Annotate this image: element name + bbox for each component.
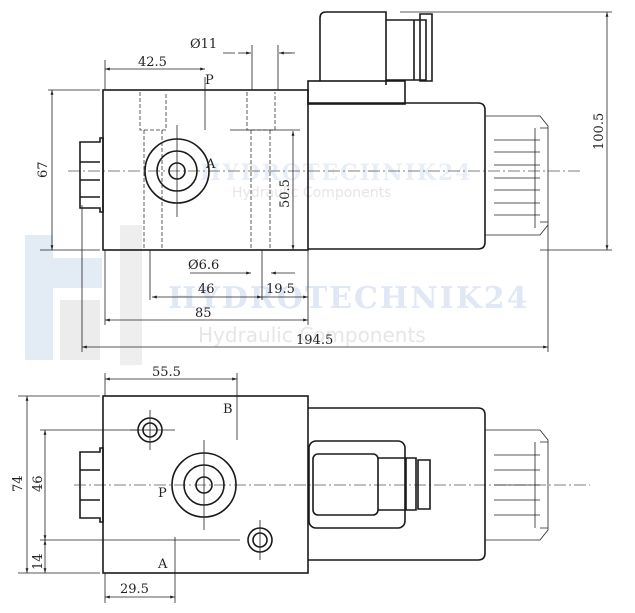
dim-67: 67 [36, 161, 51, 178]
dim-29-5: 29.5 [120, 582, 149, 597]
dim-46: 46 [198, 282, 215, 297]
override-ribs [494, 128, 540, 228]
dim-55-5: 55.5 [152, 365, 181, 380]
dim-42-5: 42.5 [138, 55, 167, 70]
dim-46: 46 [31, 475, 46, 492]
connector-plug [312, 453, 379, 516]
bottom-view: B P A 55.5 74 46 14 29.5 [11, 365, 590, 603]
hex-plug [79, 447, 104, 523]
solenoid-coil [308, 407, 486, 561]
label-b: B [223, 402, 233, 417]
dim-14: 14 [31, 553, 46, 570]
dim-194-5: 194.5 [296, 333, 333, 348]
watermark-brand-small: HYDROTECHNIK24 [200, 160, 473, 186]
dim-74: 74 [11, 475, 26, 492]
override-ribs [494, 442, 540, 528]
watermark-brand: HYDROTECHNIK24 [168, 281, 530, 316]
connector-nut [386, 13, 433, 82]
manual-override [485, 429, 549, 541]
watermark-logo [25, 225, 142, 365]
watermark-tagline-small: Hydraulic Components [232, 185, 391, 201]
label-a: A [157, 557, 168, 572]
manual-override [485, 115, 549, 236]
dim-85: 85 [195, 306, 212, 321]
connector-plug [319, 11, 387, 85]
watermark-tagline: Hydraulic Components [198, 323, 426, 347]
label-p: P [158, 486, 167, 501]
label-a: A [205, 157, 216, 172]
dim-bore-11: Ø11 [190, 37, 217, 52]
connector-base [307, 80, 406, 105]
valve-body [102, 395, 309, 574]
label-p: P [205, 73, 214, 88]
solenoid-coil [308, 102, 486, 250]
dim-100-5: 100.5 [592, 113, 607, 150]
dim-50-5: 50.5 [278, 179, 293, 208]
connector-nut [378, 457, 431, 511]
top-view: P A Ø11 42.5 67 50.5 100.5 Ø6.6 46 19.5 … [36, 11, 612, 352]
dim-19-5: 19.5 [266, 282, 295, 297]
dim-bore-6-6: Ø6.6 [188, 258, 219, 273]
hex-plug [79, 137, 104, 213]
connector-base [308, 440, 406, 529]
